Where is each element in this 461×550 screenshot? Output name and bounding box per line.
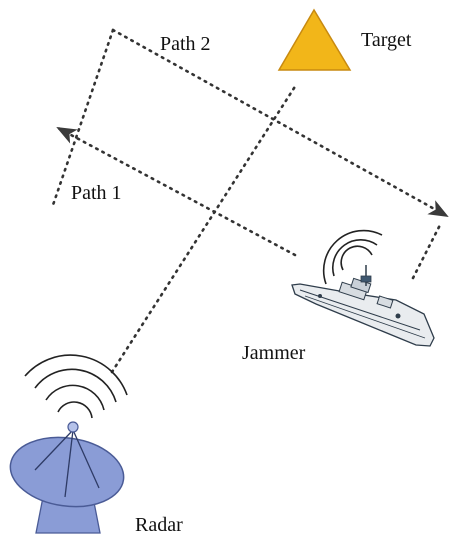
path-2-left-segment — [51, 28, 115, 207]
path-1-line — [56, 126, 297, 257]
path-2-line — [111, 28, 449, 218]
radar-label: Radar — [135, 514, 183, 536]
warship-icon — [291, 265, 435, 347]
triangle-icon — [277, 8, 352, 71]
jammer-wave-icon — [322, 229, 383, 285]
path-1-label: Path 1 — [71, 182, 122, 204]
path-2-label: Path 2 — [160, 33, 211, 55]
target-label: Target — [361, 29, 412, 51]
jammer-label: Jammer — [242, 342, 306, 364]
radar-dish-icon — [9, 421, 125, 534]
radar-wave-icon — [24, 354, 128, 419]
path-2-return-segment — [411, 223, 442, 280]
radar-to-target-line — [110, 83, 298, 374]
